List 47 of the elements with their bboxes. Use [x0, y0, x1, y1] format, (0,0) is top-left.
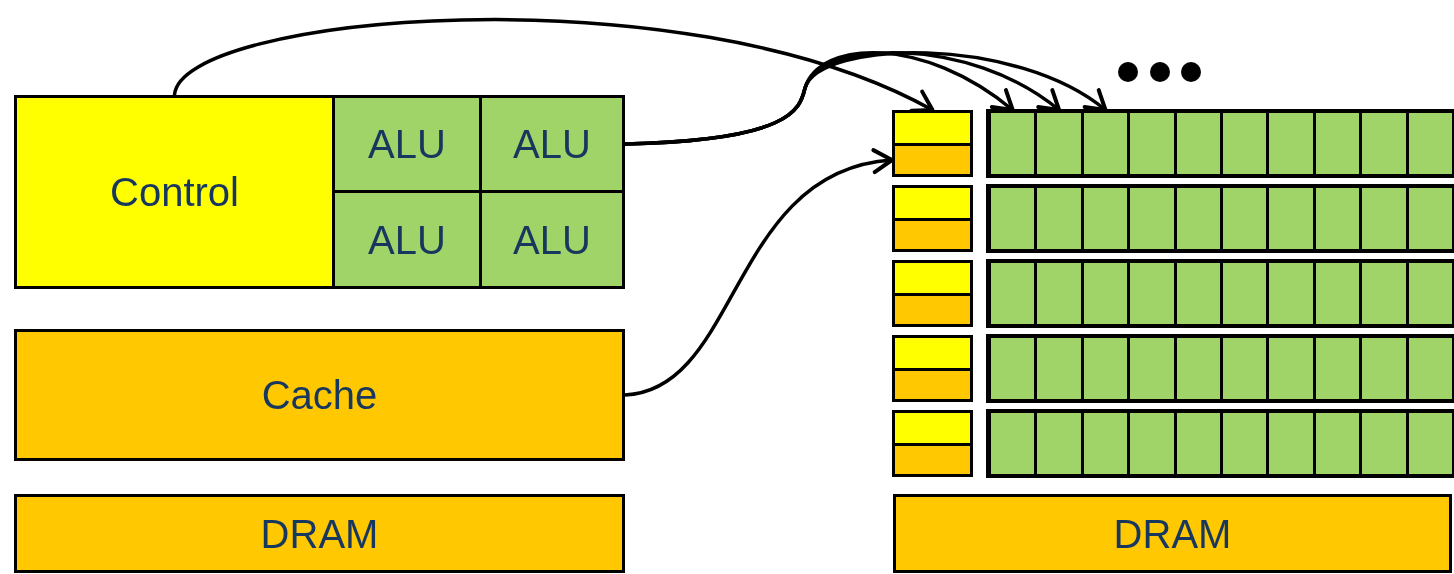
- dram-box: [14, 494, 625, 573]
- core-box: [1359, 185, 1409, 252]
- core-box: [1127, 110, 1177, 177]
- core-box: [1266, 335, 1316, 402]
- alu-box: [332, 190, 482, 289]
- core-box: [1359, 260, 1409, 327]
- core-box: [1359, 410, 1409, 477]
- cache-box: [892, 218, 973, 252]
- core-box: [1359, 335, 1409, 402]
- unit-label: ALU: [513, 219, 591, 260]
- unit-label: Cache: [261, 375, 378, 415]
- unit-label: Control: [110, 172, 239, 212]
- unit-label: ALU: [368, 219, 446, 260]
- cache-box: [892, 443, 973, 477]
- core-box: [1127, 260, 1177, 327]
- unit-label: ALU: [368, 124, 446, 164]
- core-box: [1127, 335, 1177, 402]
- alu-box: [479, 190, 625, 289]
- control-unit-box: [892, 410, 973, 446]
- control-unit-box: [14, 95, 335, 289]
- dram-box: [893, 494, 1452, 573]
- cache-box: [892, 293, 973, 327]
- core-box: [1359, 110, 1409, 177]
- control-unit-box: [892, 335, 973, 371]
- control-unit-box: [892, 110, 973, 146]
- core-box: [1266, 410, 1316, 477]
- core-box: [1034, 110, 1084, 177]
- core-box: [1266, 110, 1316, 177]
- alu-box: [479, 95, 625, 193]
- core-box: [1034, 260, 1084, 327]
- core-box: [1034, 335, 1084, 402]
- cache-box: [892, 368, 973, 402]
- control-unit-box: [892, 260, 973, 296]
- alu-box: [332, 95, 482, 193]
- core-box: [1034, 410, 1084, 477]
- control-unit-box: [892, 185, 973, 221]
- core-box: [1034, 185, 1084, 252]
- unit-label: DRAM: [260, 513, 379, 554]
- core-box: [1127, 410, 1177, 477]
- core-box: [1127, 185, 1177, 252]
- cache-box: [892, 143, 973, 177]
- unit-label: DRAM: [1113, 513, 1232, 554]
- cache-box: [14, 329, 625, 461]
- core-box: [1266, 260, 1316, 327]
- unit-label: ALU: [513, 124, 591, 164]
- core-box: [1266, 185, 1316, 252]
- arrow: [624, 150, 894, 397]
